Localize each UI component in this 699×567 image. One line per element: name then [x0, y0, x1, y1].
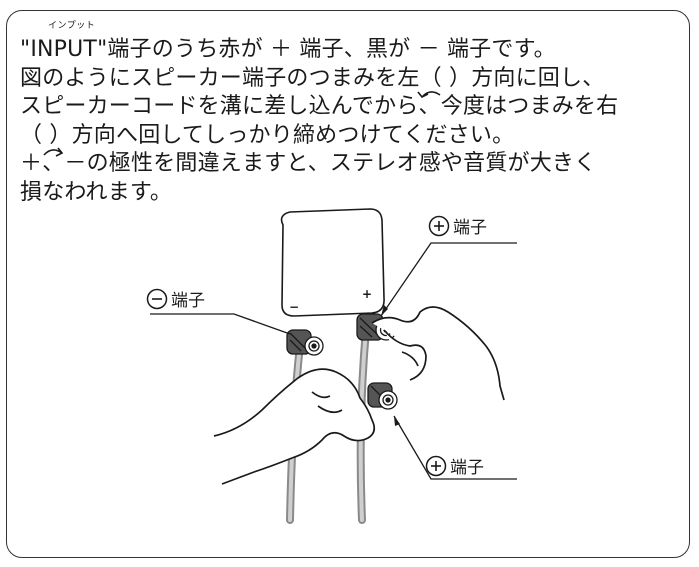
left-hand [213, 368, 376, 485]
instruction-text: "INPUT"端子のうち赤が ＋ 端子、黒が － 端子です。 図のようにスピーカ… [20, 36, 685, 207]
instruction-line-2: 図のようにスピーカー端子のつまみを左（ ）方向に回し、 [20, 65, 605, 91]
rotate-left-arrow-icon [417, 91, 441, 99]
instruction-line-3: スピーカーコードを溝に差し込んでから、今度はつまみを右 [20, 94, 619, 119]
callout-plus-terminal-top: 端子 [380, 215, 517, 317]
label-plus-terminal-top: 端子 [453, 218, 487, 238]
label-plus-terminal-bottom: 端子 [450, 458, 484, 478]
instruction-line-1: "INPUT"端子のうち赤が ＋ 端子、黒が － 端子です。 [20, 37, 556, 62]
instruction-line-5: ＋、－の極性を間違えますと、ステレオ感や音質が大きく [20, 151, 597, 176]
panel-plus-sign: + [362, 287, 372, 301]
panel-minus-sign: − [289, 300, 299, 314]
minus-terminal [286, 329, 324, 356]
speaker-panel: + − [280, 208, 385, 317]
callout-plus-terminal-bottom: 端子 [393, 415, 517, 480]
furigana-input: インプット [48, 21, 96, 31]
instruction-line-4: （ ）方向へ回してしっかり締めつけてください。 [20, 122, 515, 148]
callout-minus-terminal: 端子 [146, 288, 291, 335]
instruction-line-6: 損なわれます。 [20, 179, 173, 205]
content-frame [6, 10, 690, 558]
right-hand [371, 306, 505, 401]
rotate-right-arrow-icon [43, 147, 64, 157]
label-minus-terminal: 端子 [171, 291, 205, 311]
plus-terminal-lower [367, 382, 398, 410]
